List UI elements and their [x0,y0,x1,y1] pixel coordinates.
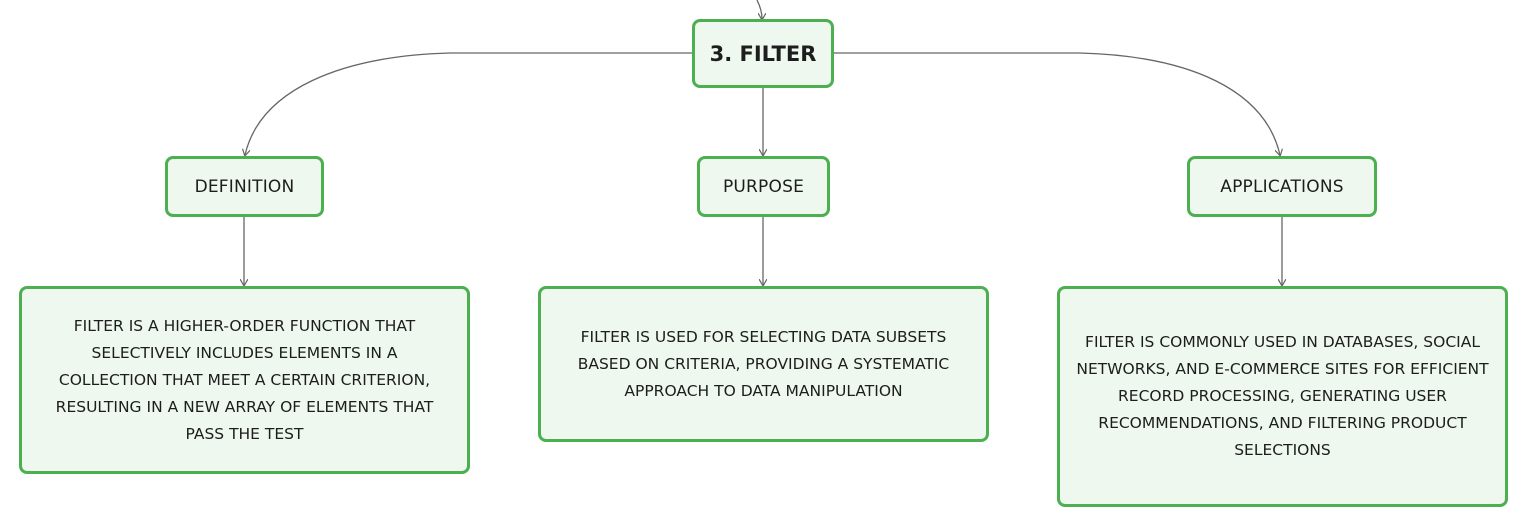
detail-node-definition[interactable]: FILTER IS A HIGHER-ORDER FUNCTION THAT S… [19,286,470,474]
root-node-filter[interactable]: 3. FILTER [692,19,834,88]
category-label-purpose: PURPOSE [722,176,805,197]
category-label-applications: APPLICATIONS [1220,176,1344,197]
detail-text-purpose: FILTER IS USED FOR SELECTING DATA SUBSET… [577,327,950,400]
detail-text-definition: FILTER IS A HIGHER-ORDER FUNCTION THAT S… [55,316,434,443]
detail-node-purpose[interactable]: FILTER IS USED FOR SELECTING DATA SUBSET… [538,286,989,442]
detail-text-applications: FILTER IS COMMONLY USED IN DATABASES, SO… [1076,333,1489,459]
incoming-connector [756,0,762,19]
category-node-applications[interactable]: APPLICATIONS [1187,156,1377,217]
connector-root-definition [245,52,692,155]
root-node-label: 3. FILTER [709,41,817,66]
detail-node-applications[interactable]: FILTER IS COMMONLY USED IN DATABASES, SO… [1057,286,1508,507]
connector-root-applications [834,52,1280,155]
category-node-purpose[interactable]: PURPOSE [697,156,830,217]
category-node-definition[interactable]: DEFINITION [165,156,324,217]
category-label-definition: DEFINITION [194,176,295,197]
